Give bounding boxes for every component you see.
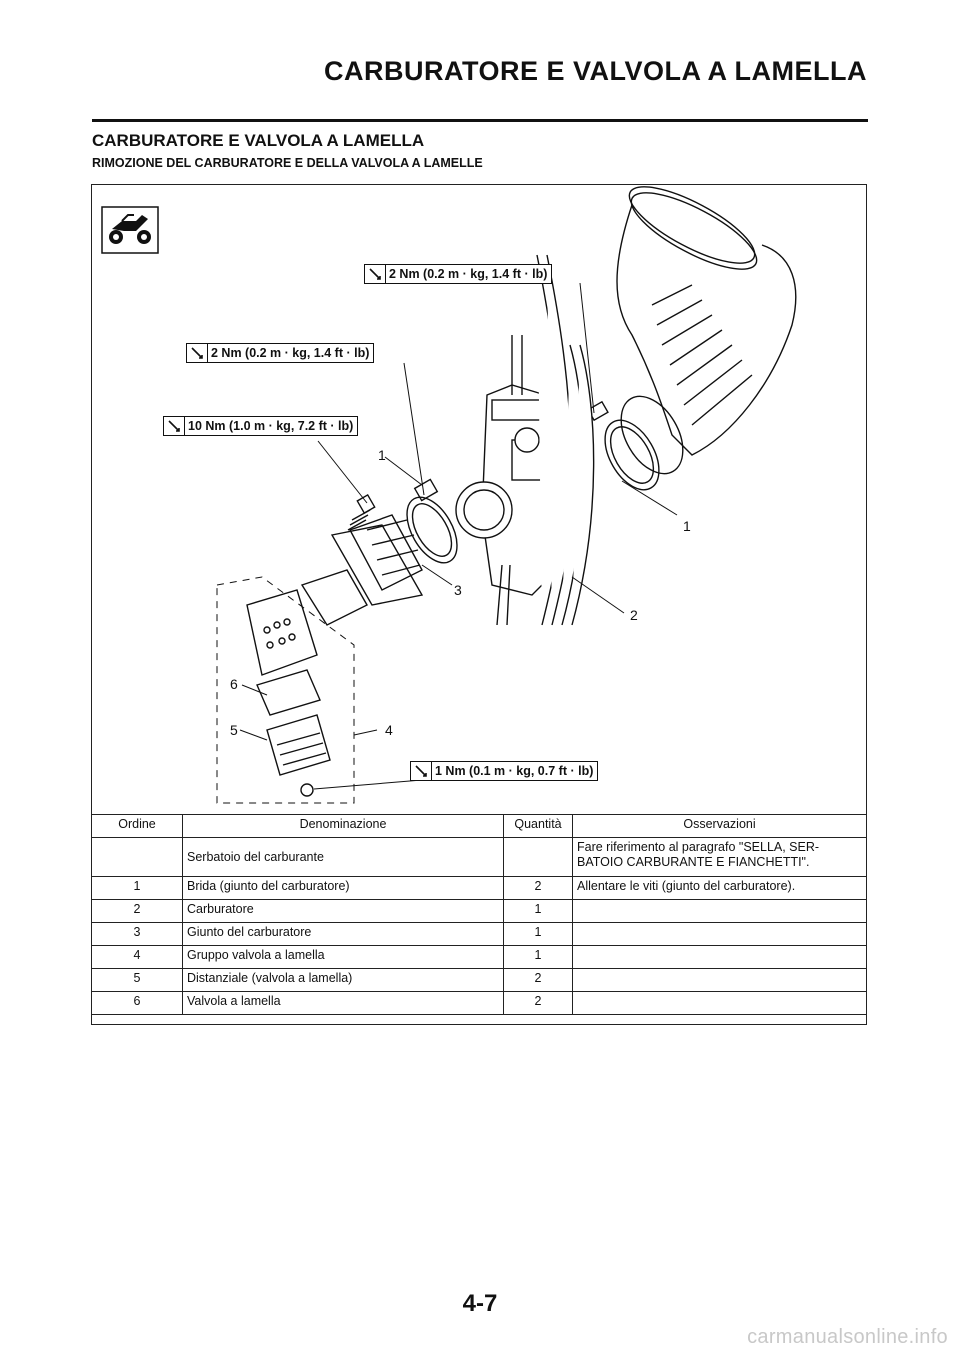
torque-wrench-icon (187, 344, 208, 362)
torque-spec-reed-screw: 1 Nm (0.1 m · kg, 0.7 ft · lb) (410, 761, 599, 781)
exploded-diagram (101, 186, 797, 804)
cell-notes (572, 968, 867, 992)
callout-1-right: 1 (683, 518, 691, 534)
cell-notes (572, 945, 867, 969)
cell-order: 6 (91, 991, 183, 1015)
motorcycle-icon (101, 206, 159, 254)
cell-notes (572, 899, 867, 923)
cell-order: 3 (91, 922, 183, 946)
air-filter-boot (616, 186, 797, 456)
callout-3: 3 (454, 582, 462, 598)
torque-wrench-icon (365, 265, 386, 283)
column-header-quantity: Quantità (503, 814, 573, 838)
cell-quantity: 2 (503, 876, 573, 900)
torque-value: 2 Nm (0.2 m · kg, 1.4 ft · lb) (211, 346, 370, 360)
cell-name: Brida (giunto del carburatore) (182, 876, 504, 900)
torque-spec-bolt: 10 Nm (1.0 m · kg, 7.2 ft · lb) (163, 416, 359, 436)
cell-name: Valvola a lamella (182, 991, 504, 1015)
cell-order: 1 (91, 876, 183, 900)
section-title: CARBURATORE E VALVOLA A LAMELLA (92, 131, 425, 150)
section-subtitle: RIMOZIONE DEL CARBURATORE E DELLA VALVOL… (92, 156, 483, 170)
cell-notes (572, 991, 867, 1015)
table-row: 3 Giunto del carburatore 1 (91, 922, 867, 946)
cell-name: Serbatoio del carburante (182, 837, 504, 877)
group-outline-dashed (216, 576, 355, 804)
cell-name: Carburatore (182, 899, 504, 923)
cell-order (91, 837, 183, 877)
cell-name: Giunto del carburatore (182, 922, 504, 946)
table-row: 5 Distanziale (valvola a lamella) 2 (91, 968, 867, 992)
torque-value: 1 Nm (0.1 m · kg, 0.7 ft · lb) (435, 764, 594, 778)
content-frame (91, 184, 867, 1025)
callout-2: 2 (630, 607, 638, 623)
column-header-order: Ordine (91, 814, 183, 838)
cell-quantity: 1 (503, 945, 573, 969)
cell-quantity: 1 (503, 922, 573, 946)
header-rule (92, 119, 868, 122)
cell-order: 5 (91, 968, 183, 992)
reed-valve-assembly (246, 569, 368, 797)
parts-table: Ordine Denominazione Quantità Osservazio… (91, 814, 867, 1015)
table-row: Serbatoio del carburante Fare riferiment… (91, 837, 867, 877)
table-header-row: Ordine Denominazione Quantità Osservazio… (91, 814, 867, 838)
cell-quantity: 1 (503, 899, 573, 923)
torque-value: 10 Nm (1.0 m · kg, 7.2 ft · lb) (188, 419, 354, 433)
torque-wrench-icon (164, 417, 185, 435)
cell-notes (572, 922, 867, 946)
callout-4: 4 (385, 722, 393, 738)
table-row: 6 Valvola a lamella 2 (91, 991, 867, 1015)
leader-lines (239, 282, 678, 790)
torque-wrench-icon (411, 762, 432, 780)
column-header-name: Denominazione (182, 814, 504, 838)
cell-name: Distanziale (valvola a lamella) (182, 968, 504, 992)
cell-notes: Fare riferimento al paragrafo "SELLA, SE… (572, 837, 867, 877)
table-row: 1 Brida (giunto del carburatore) 2 Allen… (91, 876, 867, 900)
bolt (347, 493, 376, 531)
cell-name: Gruppo valvola a lamella (182, 945, 504, 969)
cell-notes: Allentare le viti (giunto del carburator… (572, 876, 867, 900)
carburetor (455, 254, 595, 626)
watermark: carmanualsonline.info (747, 1326, 948, 1348)
page-number: 4-7 (462, 1290, 498, 1317)
callout-6: 6 (230, 676, 238, 692)
torque-spec-clamp-right: 2 Nm (0.2 m · kg, 1.4 ft · lb) (364, 264, 553, 284)
torque-spec-clamp-left: 2 Nm (0.2 m · kg, 1.4 ft · lb) (186, 343, 375, 363)
torque-value: 2 Nm (0.2 m · kg, 1.4 ft · lb) (389, 267, 548, 281)
callout-1-left: 1 (378, 447, 386, 463)
cell-quantity (503, 837, 573, 877)
cell-quantity: 2 (503, 968, 573, 992)
callout-5: 5 (230, 722, 238, 738)
right-clamp (587, 395, 684, 491)
page-header-title: CARBURATORE E VALVOLA A LAMELLA (324, 56, 867, 86)
cell-quantity: 2 (503, 991, 573, 1015)
column-header-notes: Osservazioni (572, 814, 867, 838)
cell-order: 4 (91, 945, 183, 969)
table-row: 4 Gruppo valvola a lamella 1 (91, 945, 867, 969)
table-row: 2 Carburatore 1 (91, 899, 867, 923)
cell-order: 2 (91, 899, 183, 923)
